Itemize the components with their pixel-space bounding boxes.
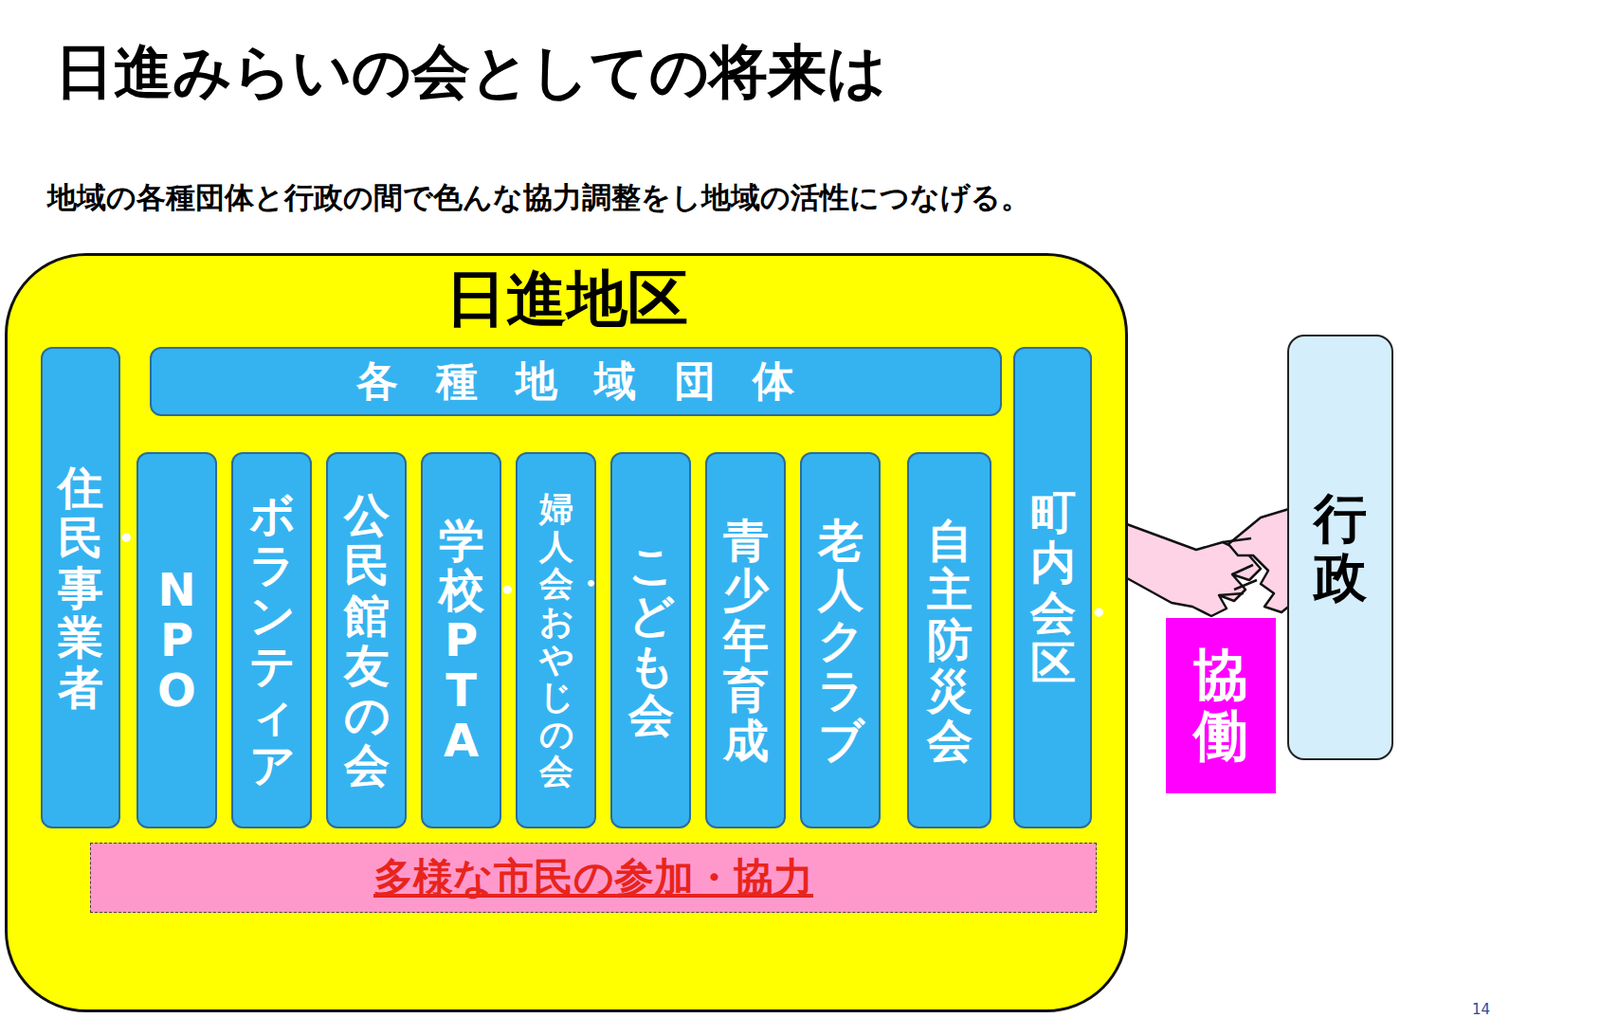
group-box: 老人クラブ: [800, 452, 881, 829]
group-box: こども会: [610, 452, 691, 829]
vertical-label: 自主防災会: [927, 515, 973, 766]
vertical-label: 協働: [1193, 645, 1249, 767]
participation-band: 多様な市民の参加・協力: [90, 842, 1097, 913]
vertical-label: 青少年育成: [723, 515, 769, 766]
vertical-label: ボランティア: [249, 490, 295, 791]
vertical-label: 行政: [1313, 489, 1367, 606]
resident-box: 住民・事業者: [40, 346, 121, 829]
vertical-label: NPO: [154, 564, 200, 715]
vertical-label: 婦人会・おやじの会: [539, 490, 574, 791]
vertical-label: 老人クラブ: [818, 515, 864, 766]
subtitle: 地域の各種団体と行政の間で色んな協力調整をし地域の活性につなげる。: [47, 178, 1031, 219]
slide-title: 日進みらいの会としての将来は: [54, 32, 887, 112]
group-box: 公民館友の会: [326, 452, 407, 829]
header-bar: 各種地域団体: [149, 346, 1002, 417]
finger-lines: [1218, 538, 1257, 596]
neighborhood-box: 町内会・区: [1013, 346, 1092, 829]
group-box: NPO: [136, 452, 218, 829]
government-box: 行政: [1287, 334, 1394, 761]
group-box: ボランティア: [231, 452, 312, 829]
box-label: 日進地区: [445, 265, 689, 332]
page-number: 14: [1472, 1000, 1491, 1019]
group-box: 学校・PTA: [420, 452, 502, 829]
vertical-label: こども会: [628, 540, 674, 741]
vertical-label: 住民・事業者: [57, 462, 104, 713]
box-label: 各種地域団体: [319, 358, 833, 404]
box-label: 多様な市民の参加・協力: [373, 855, 814, 900]
group-box: 自主防災会: [907, 452, 992, 829]
vertical-label: 学校・PTA: [438, 515, 485, 766]
vertical-label: 町内会・区: [1030, 487, 1076, 688]
group-box: 婦人会・おやじの会: [515, 452, 597, 829]
vertical-label: 公民館友の会: [344, 490, 390, 791]
group-box: 青少年育成: [705, 452, 786, 829]
collaboration-box: 協働: [1165, 618, 1276, 794]
district-region: 日進地区住民・事業者 各種地域団体 NPO ボランティア 公民館友の会 学校・PTA 婦人会…: [4, 253, 1128, 1013]
